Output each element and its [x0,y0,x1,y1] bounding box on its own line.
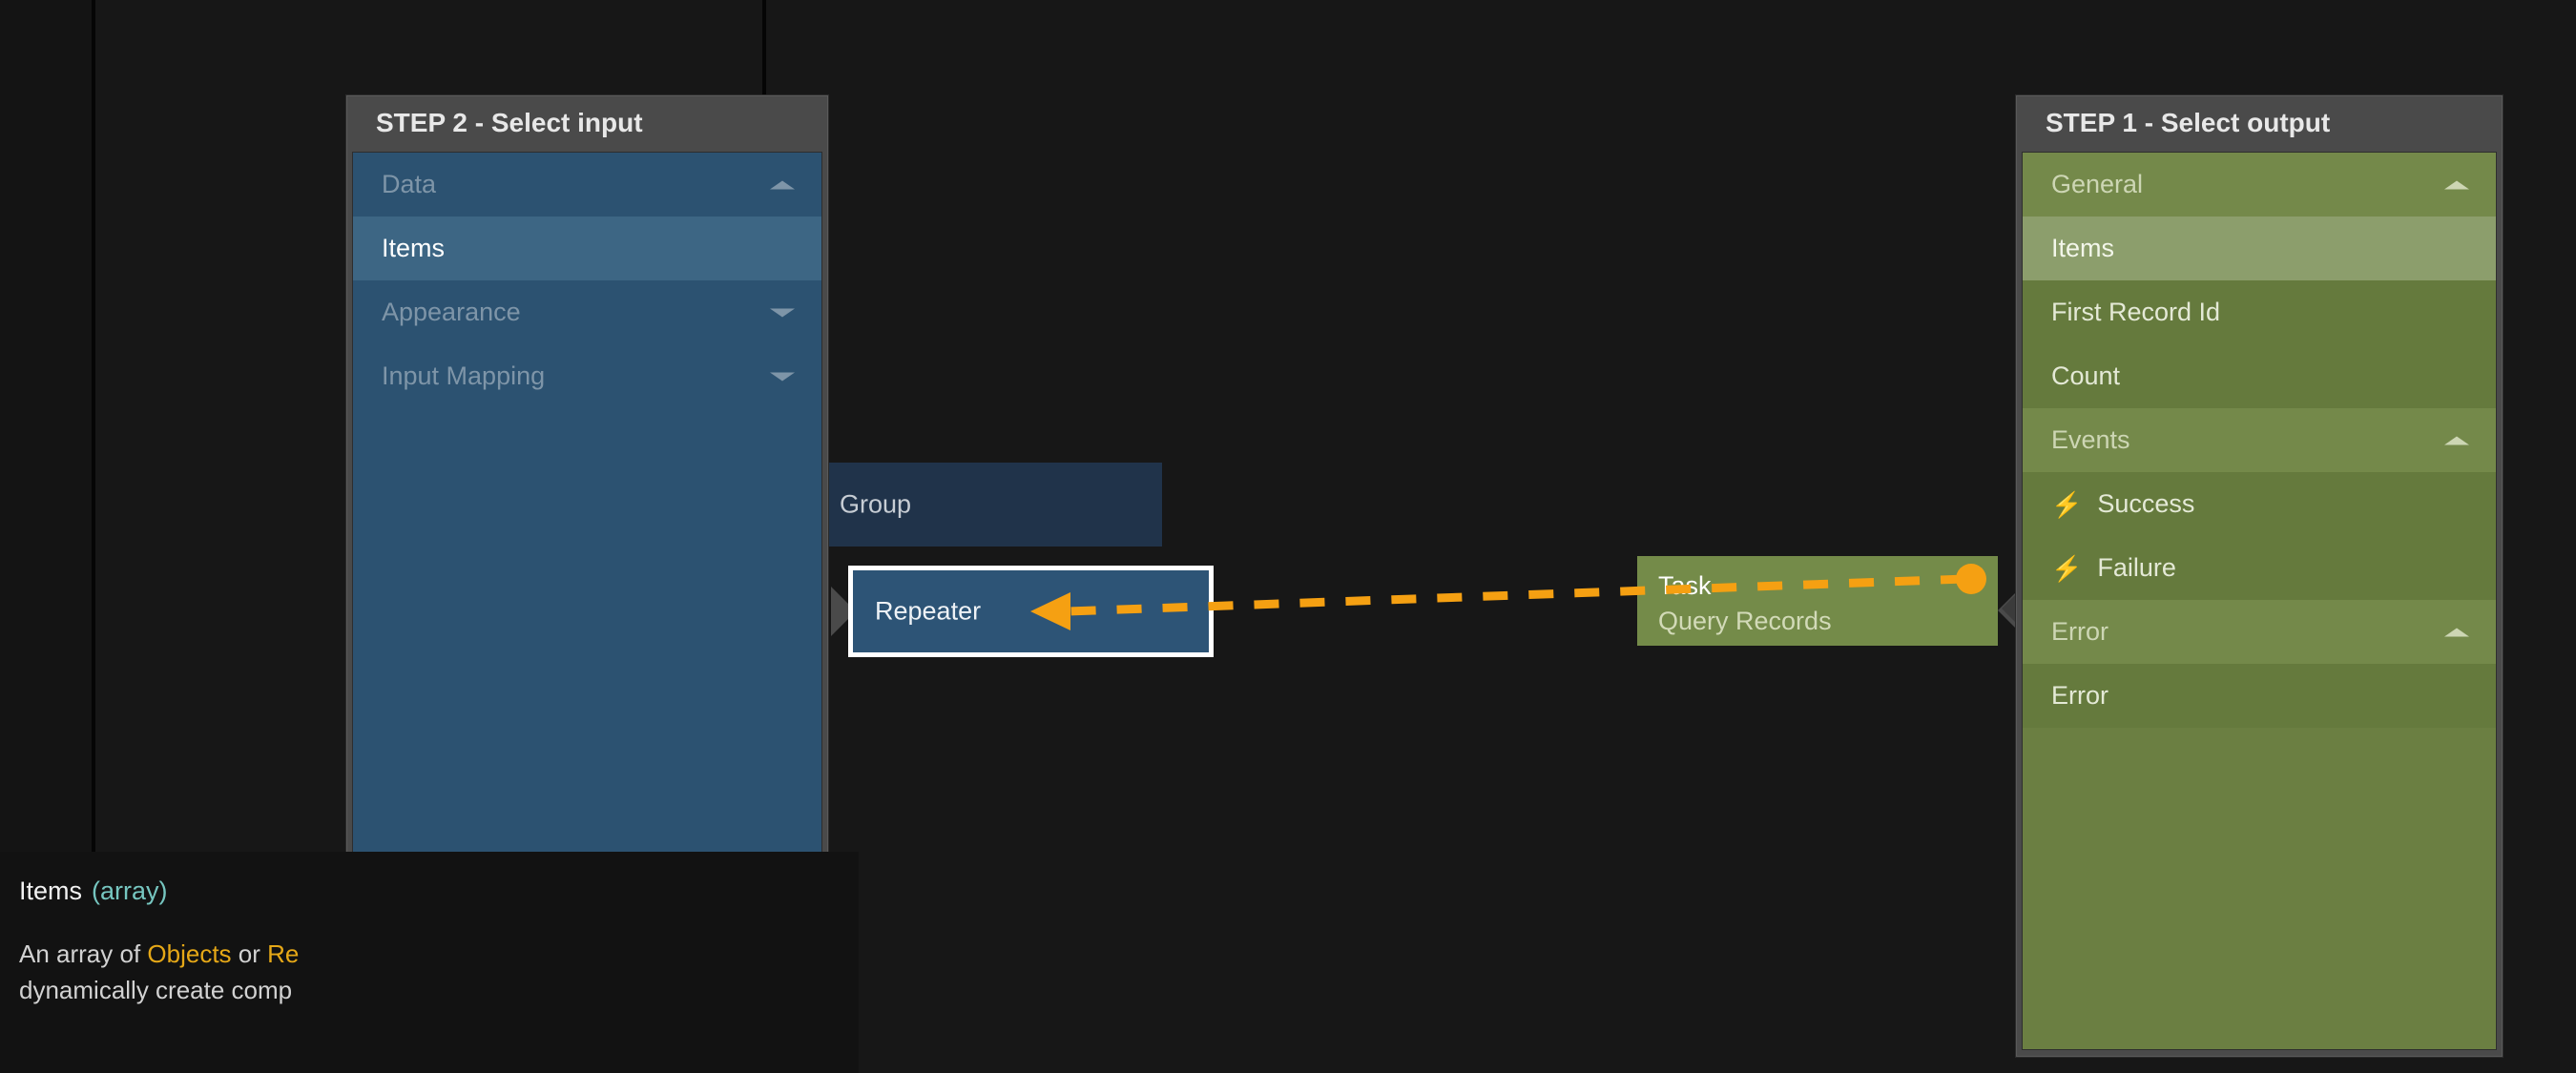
output-row-error-section-label: Error [2051,617,2109,646]
tooltip-title: Items [19,877,83,905]
tooltip-body-mid: or [231,939,268,968]
output-row-general[interactable]: General [2023,153,2496,217]
chevron-up-icon[interactable] [2444,628,2469,636]
output-row-first-record-id[interactable]: First Record Id [2023,280,2496,344]
output-row-failure[interactable]: ⚡ Failure [2023,536,2496,600]
output-row-items-label: Items [2051,234,2115,262]
tooltip-keyword-objects: Objects [147,939,232,968]
output-row-error[interactable]: Error [2023,664,2496,728]
output-row-general-label: General [2051,170,2144,198]
select-output-panel-header: STEP 1 - Select output [2017,96,2502,149]
input-row-data-label: Data [382,170,437,198]
select-output-panel: STEP 1 - Select output General Items Fir… [2016,95,2503,1057]
node-task-title: Task [1658,571,1712,600]
output-row-items[interactable]: Items [2023,217,2496,280]
output-row-error-label: Error [2051,681,2109,710]
input-row-items-label: Items [382,234,446,262]
tooltip-heading: Items (array) [19,877,859,906]
select-output-list[interactable]: General Items First Record Id Count Even… [2022,152,2497,1050]
node-group-label: Group [840,489,912,519]
output-row-success[interactable]: ⚡ Success [2023,472,2496,536]
tooltip-body-pre: An array of [19,939,148,968]
input-row-items[interactable]: Items [353,217,821,280]
property-description-tooltip: Items (array) An array of Objects or Re dy… [0,852,859,1073]
node-repeater[interactable]: Repeater [848,566,1214,657]
bolt-icon: ⚡ [2051,489,2083,519]
node-group[interactable]: Group [821,463,1162,547]
select-input-panel-header: STEP 2 - Select input [347,96,827,149]
output-row-error-section[interactable]: Error [2023,600,2496,664]
output-row-events-label: Events [2051,425,2130,454]
chevron-up-icon[interactable] [770,180,795,189]
tooltip-body-post: dynamically create comp [19,975,293,1004]
output-row-failure-label: Failure [2097,553,2176,582]
tooltip-body: An array of Objects or Re dynamically cre… [19,937,553,1008]
chevron-up-icon[interactable] [2444,180,2469,189]
output-row-first-record-id-label: First Record Id [2051,298,2221,326]
output-row-count[interactable]: Count [2023,344,2496,408]
node-task[interactable]: Task Query Records [1637,556,1998,646]
output-row-success-label: Success [2097,489,2195,518]
node-repeater-label: Repeater [875,596,982,626]
select-input-panel-title: STEP 2 - Select input [376,107,643,137]
input-row-input-mapping[interactable]: Input Mapping [353,344,821,408]
chevron-down-icon[interactable] [770,372,795,381]
chevron-up-icon[interactable] [2444,436,2469,444]
input-row-appearance-label: Appearance [382,298,521,326]
tooltip-type: (array) [92,877,168,905]
node-task-subtitle: Query Records [1658,607,1832,635]
canvas-guide-line-left [92,0,95,852]
select-output-panel-title: STEP 1 - Select output [2046,107,2331,137]
output-row-events[interactable]: Events [2023,408,2496,472]
bolt-icon: ⚡ [2051,553,2083,583]
tooltip-keyword-records: Re [267,939,300,968]
output-row-count-label: Count [2051,361,2121,390]
input-row-appearance[interactable]: Appearance [353,280,821,344]
input-row-data[interactable]: Data [353,153,821,217]
input-row-input-mapping-label: Input Mapping [382,361,546,390]
chevron-down-icon[interactable] [770,308,795,317]
